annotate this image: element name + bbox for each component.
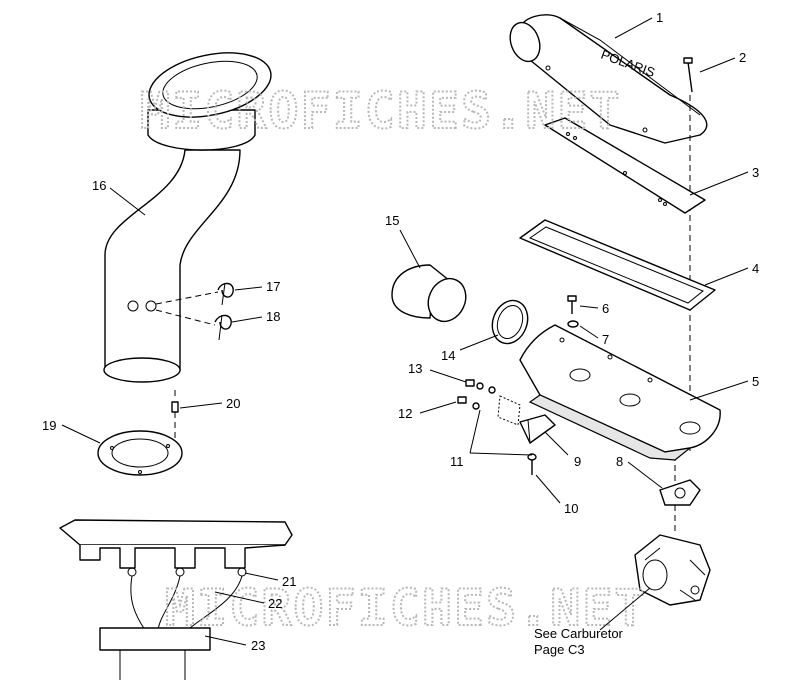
callout-7: 7 [602,332,609,347]
part-19-ring-gasket [97,430,183,476]
part-13-screw [465,379,496,394]
callout-22: 22 [268,596,282,611]
callout-20: 20 [226,396,240,411]
callout-14: 14 [441,348,455,363]
part-17-clip [217,282,234,306]
part-16-intake-duct [103,52,272,383]
part-23-block [99,627,211,680]
part-6-screw [567,295,577,314]
callout-11: 11 [450,454,464,469]
part-20-screw [171,390,179,440]
callout-19: 19 [42,418,56,433]
part-2-screw [683,57,693,93]
callout-4: 4 [752,261,759,276]
part-15-elbow [391,264,467,323]
callout-17: 17 [266,279,280,294]
part-12-screw [457,396,480,410]
leader-lines [61,17,749,646]
part-9-bracket [519,414,556,444]
callout-23: 23 [251,638,265,653]
callout-12: 12 [398,406,412,421]
assembly-line-18 [155,309,216,326]
part-21-engine-cover [59,519,293,577]
callout-10: 10 [564,501,578,516]
part-5-air-box-base [519,324,721,461]
watermark-bottom: MICROFICHES.NET [165,579,647,637]
part-1-air-box-lid: POLARIS [509,14,708,144]
callout-8: 8 [616,454,623,469]
part-14-clamp [491,299,529,345]
part-4-gasket-frame [519,219,716,311]
carburetor-reference-note: See Carburetor Page C3 [534,626,624,657]
callout-3: 3 [752,165,759,180]
note-line-1: See Carburetor [534,626,624,641]
callout-1: 1 [656,10,663,25]
callout-2: 2 [739,50,746,65]
part-22-hoses [130,575,243,631]
callout-21: 21 [282,574,296,589]
callout-15: 15 [385,213,399,228]
callout-13: 13 [408,361,422,376]
part-18-clip [214,314,232,341]
callout-18: 18 [266,309,280,324]
watermark-top: MICROFICHES.NET [140,82,622,140]
callout-numbers: 1 2 3 4 5 6 7 8 9 10 11 12 13 14 15 16 1… [42,10,759,653]
fastener-plate [497,395,521,426]
part-7-washer [567,320,579,328]
callout-6: 6 [602,301,609,316]
carburetor [634,534,711,606]
note-line-2: Page C3 [534,642,585,657]
part-3-filter-screen [544,117,706,214]
assembly-line-17 [155,291,219,305]
callout-16: 16 [92,178,106,193]
callout-5: 5 [752,374,759,389]
callout-9: 9 [574,454,581,469]
part-8-gasket [659,479,701,506]
